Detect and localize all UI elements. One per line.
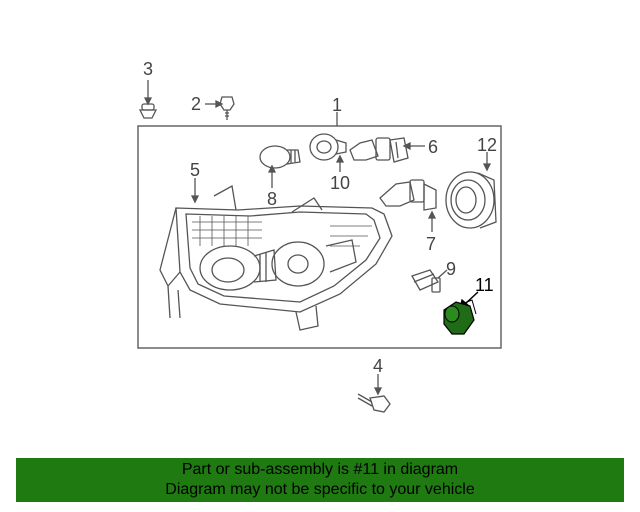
callout-4: 4 (373, 356, 384, 376)
bulb-part-8 (259, 145, 301, 169)
callout-9: 9 (446, 259, 457, 279)
screw-part-2 (219, 96, 235, 120)
callout-2: 2 (191, 94, 202, 114)
headlamp-housing (159, 184, 393, 331)
callout-3: 3 (143, 59, 154, 79)
bolt-part-4 (357, 393, 391, 413)
callout-8: 8 (267, 189, 278, 209)
banner-line-2: Diagram may not be specific to your vehi… (165, 481, 475, 498)
callout-11: 11 (475, 275, 494, 295)
callout-7: 7 (426, 234, 437, 254)
cap-part-12 (445, 171, 497, 229)
bulb-part-6 (349, 137, 409, 163)
callout-12: 12 (477, 135, 498, 155)
assembly-frame (137, 125, 502, 349)
parts-diagram (137, 80, 502, 413)
info-banner: Part or sub-assembly is #11 in diagram D… (16, 458, 624, 502)
bulb-part-7 (379, 179, 437, 211)
bulb-part-9 (411, 269, 441, 293)
socket-part-11-highlighted (443, 299, 477, 335)
clip-part-3 (138, 103, 158, 119)
callout-1: 1 (332, 95, 343, 115)
callout-10: 10 (330, 173, 351, 193)
callout-5: 5 (190, 160, 201, 180)
callout-6: 6 (428, 137, 439, 157)
socket-part-10 (309, 133, 347, 161)
banner-line-1: Part or sub-assembly is #11 in diagram (181, 461, 459, 478)
